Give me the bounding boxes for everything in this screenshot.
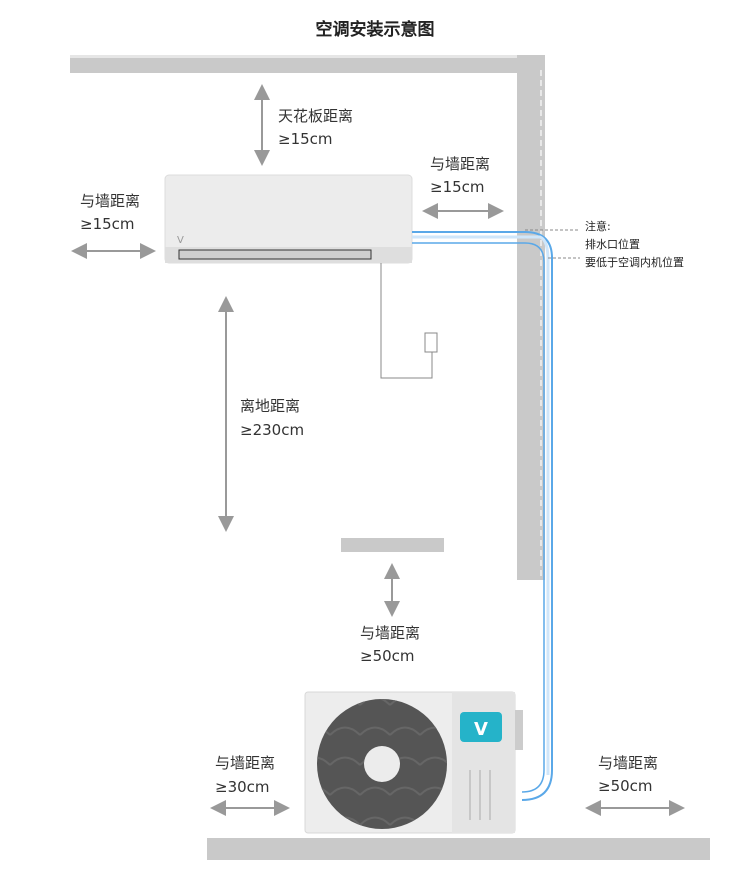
- outdoor-left-value: ≥30cm: [215, 778, 270, 796]
- ceiling-wall: [70, 55, 545, 580]
- floor-label: 离地距离: [240, 397, 301, 415]
- ceiling-value: ≥15cm: [278, 130, 333, 148]
- ground: [207, 838, 710, 860]
- refrigerant-pipe: [412, 231, 553, 801]
- indoor-left-label: 与墙距离: [80, 192, 141, 210]
- note-line-2: 要低于空调内机位置: [585, 256, 684, 269]
- indoor-left-value: ≥15cm: [80, 215, 135, 233]
- drain-line: [380, 263, 438, 379]
- note-title: 注意:: [585, 220, 611, 233]
- shelf: [341, 538, 444, 552]
- floor-value: ≥230cm: [240, 421, 305, 439]
- dimension-arrows: [71, 84, 685, 816]
- ceiling-label: 天花板距离: [278, 107, 354, 125]
- outdoor-right-label: 与墙距离: [598, 754, 659, 772]
- outdoor-unit: V: [304, 691, 523, 834]
- outdoor-top-label: 与墙距离: [360, 624, 421, 642]
- svg-text:V: V: [474, 719, 488, 740]
- note-line-1: 排水口位置: [585, 238, 640, 251]
- outdoor-top-value: ≥50cm: [360, 647, 415, 665]
- outdoor-left-label: 与墙距离: [215, 754, 276, 772]
- indoor-right-label: 与墙距离: [430, 155, 491, 173]
- indoor-right-value: ≥15cm: [430, 178, 485, 196]
- outdoor-right-value: ≥50cm: [598, 777, 653, 795]
- diagram-title: 空调安装示意图: [315, 20, 435, 40]
- note-leaders: [525, 229, 580, 259]
- indoor-unit: V: [164, 174, 413, 264]
- svg-text:V: V: [177, 235, 184, 246]
